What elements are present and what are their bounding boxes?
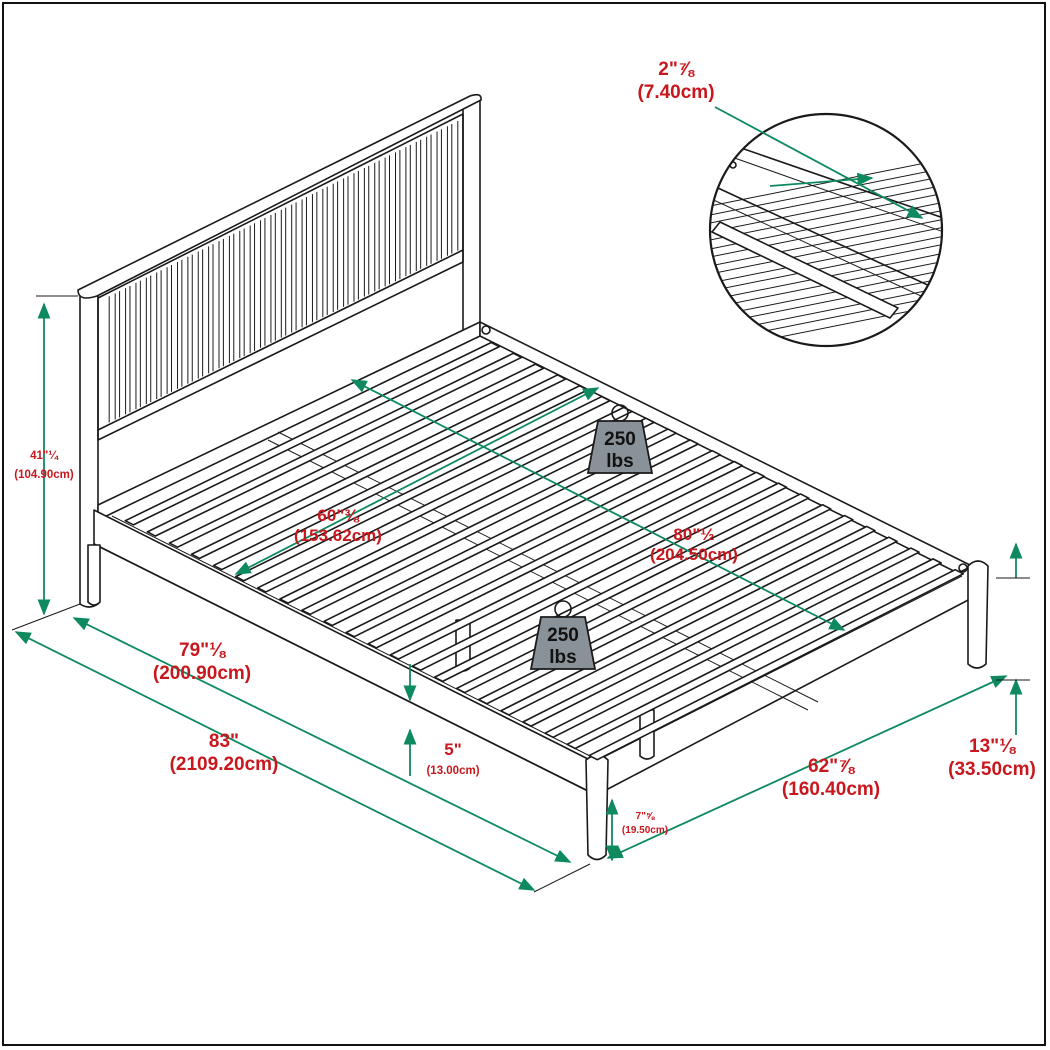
- zoom-slat: [710, 242, 942, 294]
- zoom-slat: [710, 174, 942, 226]
- frame-height-imperial: 13"⅛: [969, 736, 1016, 757]
- headboard-bottom-rail: [97, 249, 464, 431]
- overall-width-imperial: 62"⅞: [808, 756, 855, 777]
- side-rail-length-metric: (200.90cm): [153, 663, 251, 684]
- side-rail-length-imperial: 79"⅛: [179, 640, 226, 661]
- zoom-slat: [710, 166, 942, 218]
- headboard-height-imperial: 41"¼: [30, 450, 59, 462]
- overall-length-metric: (2109.20cm): [170, 754, 279, 775]
- slat-gap-imperial: 2"⅞: [658, 59, 695, 80]
- overall-width-metric: (160.40cm): [782, 779, 880, 800]
- slat-detail-zoom: [708, 112, 944, 348]
- zoom-slat: [710, 217, 942, 269]
- inner-width-imperial: 60"⅜: [317, 506, 360, 525]
- zoom-center-rail: [711, 221, 899, 319]
- slat-gap-metric: (7.40cm): [637, 82, 714, 103]
- headboard-panel: [97, 113, 464, 441]
- zoom-slat: [710, 225, 942, 277]
- overall-length-imperial: 83": [209, 731, 239, 752]
- dimension-labels: 2"⅞ (7.40cm) 41"¼ (104.90cm) 60"⅜ (153.6…: [14, 59, 1036, 836]
- under-clearance-imperial: 5": [444, 740, 462, 759]
- frame-height-metric: (33.50cm): [948, 759, 1036, 780]
- leg-head-left: [87, 544, 101, 606]
- right-side-rail: [479, 321, 973, 581]
- inner-length-metric: (204.50cm): [650, 545, 738, 564]
- leg-foot-right: [967, 560, 989, 669]
- zoom-rail-top: [711, 149, 942, 237]
- mattress-slats: [124, 341, 965, 761]
- leg-height-metric: (19.50cm): [622, 825, 668, 836]
- weight-value: 250: [604, 429, 636, 450]
- weight-value: 250: [547, 625, 579, 646]
- zoom-background: [710, 114, 942, 346]
- zoom-slat: [710, 234, 942, 286]
- headboard-height-metric: (104.90cm): [14, 469, 74, 481]
- leg-foot-left: [585, 754, 609, 861]
- headboard-right-post: [462, 99, 481, 334]
- under-clearance-metric: (13.00cm): [426, 765, 479, 777]
- inner-width-metric: (153.62cm): [294, 526, 382, 545]
- zoom-slat: [710, 183, 942, 235]
- headboard-spindles: [108, 121, 459, 423]
- headboard: [77, 93, 482, 608]
- inner-length-imperial: 80"½: [673, 525, 714, 544]
- zoom-slat: [710, 157, 942, 209]
- dimension-lines: [11, 106, 1030, 893]
- weight-unit: lbs: [606, 451, 633, 472]
- weight-badge-2: 250 lbs: [529, 600, 597, 670]
- leg-height-imperial: 7"⅝: [636, 811, 655, 822]
- headboard-top-cap: [77, 93, 482, 299]
- weight-unit: lbs: [549, 647, 576, 668]
